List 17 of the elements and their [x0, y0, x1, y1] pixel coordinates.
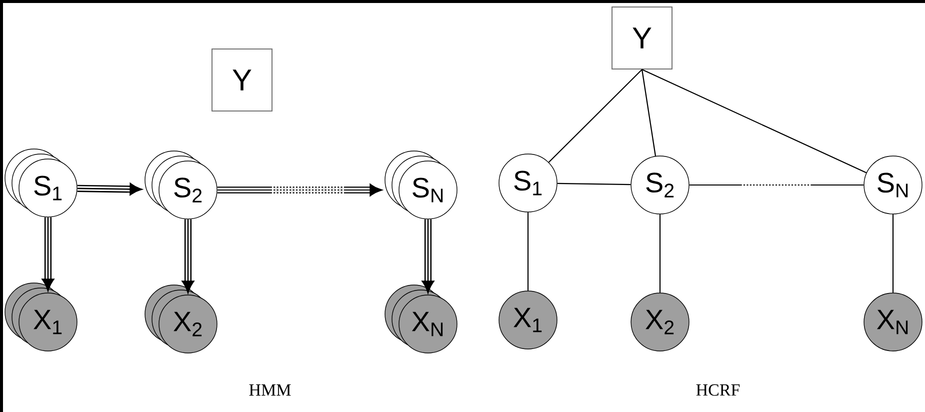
connector-line — [527, 212, 529, 291]
panel-label: HCRF — [696, 384, 740, 396]
connector-line — [557, 182, 631, 186]
connector-line — [641, 69, 656, 156]
arrow — [77, 184, 141, 195]
connector-line — [642, 69, 867, 174]
arrow — [182, 219, 194, 292]
connector-line — [659, 214, 661, 293]
connector-line — [689, 184, 864, 186]
panel-label: HMM — [249, 384, 291, 396]
arrow — [422, 219, 434, 292]
connector-line — [892, 214, 894, 293]
connector-line — [548, 69, 642, 163]
variable-box: Y — [612, 6, 673, 70]
arrow — [217, 184, 381, 196]
variable-box: Y — [212, 48, 272, 112]
arrow — [42, 217, 54, 290]
